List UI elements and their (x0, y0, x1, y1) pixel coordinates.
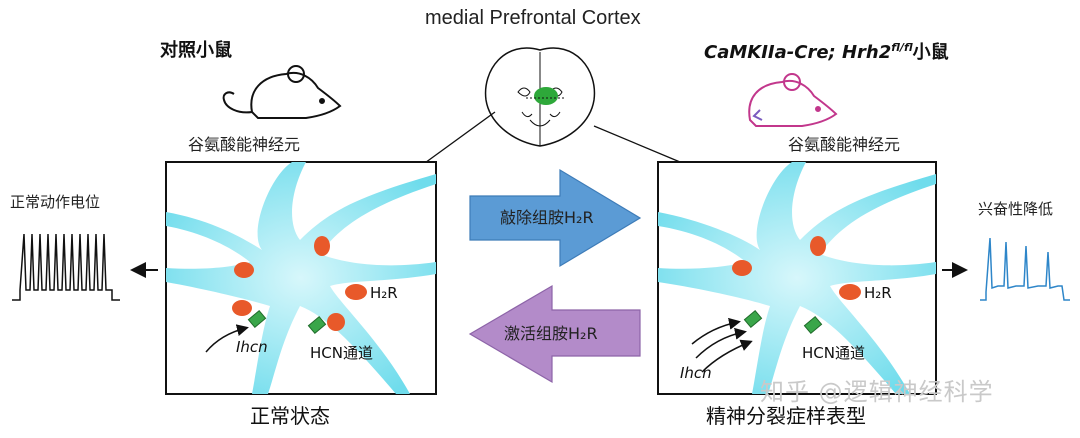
hcn-channel (307, 315, 327, 335)
ihcn-arrow (205, 324, 249, 353)
normal-ap-trace (12, 233, 120, 301)
knockout-mouse-icon (748, 73, 838, 127)
h2r-receptor (234, 262, 254, 278)
knockout-state-label: 精神分裂症样表型 (706, 404, 866, 428)
knockout-arrow-label: 敲除组胺H₂R (500, 208, 594, 227)
diagram-title: medial Prefrontal Cortex (425, 7, 641, 29)
knockout-arrow (469, 168, 642, 268)
hcn-channel (803, 315, 823, 335)
reduced-excitability-label: 兴奋性降低 (978, 200, 1054, 218)
knockout-ihcn-label: Ihcn (680, 364, 712, 382)
activate-arrow (468, 284, 641, 384)
knockout-neuron-type: 谷氨酸能神经元 (788, 135, 901, 154)
brain-section (417, 47, 681, 169)
control-ihcn-label: Ihcn (236, 338, 268, 356)
knockout-genotype: CaMKIIa-Cre; Hrh2 (704, 42, 892, 63)
activate-arrow-label: 激活组胺H₂R (504, 324, 598, 343)
control-hcn-label: HCN通道 (310, 344, 373, 362)
control-h2r-label: H₂R (370, 284, 398, 302)
normal-ap-label: 正常动作电位 (10, 193, 101, 211)
ihcn-arrow (695, 327, 747, 359)
ihcn-arrow (691, 317, 741, 345)
control-state-label: 正常状态 (250, 404, 330, 428)
knockout-group-label: CaMKIIa-Cre; Hrh2fl/fl小鼠 (704, 42, 949, 62)
ihcn-arrow (701, 339, 753, 373)
h2r-receptor (232, 300, 252, 316)
h2r-receptor (327, 313, 345, 331)
knockout-genotype-sup: fl/fl (891, 41, 913, 54)
watermark: 知乎 @逻辑神经科学 (760, 378, 994, 406)
knockout-hcn-label: HCN通道 (802, 344, 865, 362)
control-neuron-type: 谷氨酸能神经元 (188, 135, 301, 154)
h2r-receptor (839, 284, 861, 300)
hcn-channel (247, 309, 267, 329)
control-mouse-icon (222, 65, 342, 119)
knockout-group-suffix: 小鼠 (912, 42, 949, 63)
knockout-neuron-panel (657, 161, 937, 395)
h2r-receptor (314, 236, 330, 256)
control-neuron-panel (165, 161, 437, 395)
control-group-label: 对照小鼠 (160, 40, 232, 61)
mpfc-highlight (534, 87, 558, 105)
reduced-ap-trace (980, 237, 1070, 301)
h2r-receptor (345, 284, 367, 300)
knockout-h2r-label: H₂R (864, 284, 892, 302)
h2r-receptor (810, 236, 826, 256)
h2r-receptor (732, 260, 752, 276)
hcn-channel (743, 309, 763, 329)
